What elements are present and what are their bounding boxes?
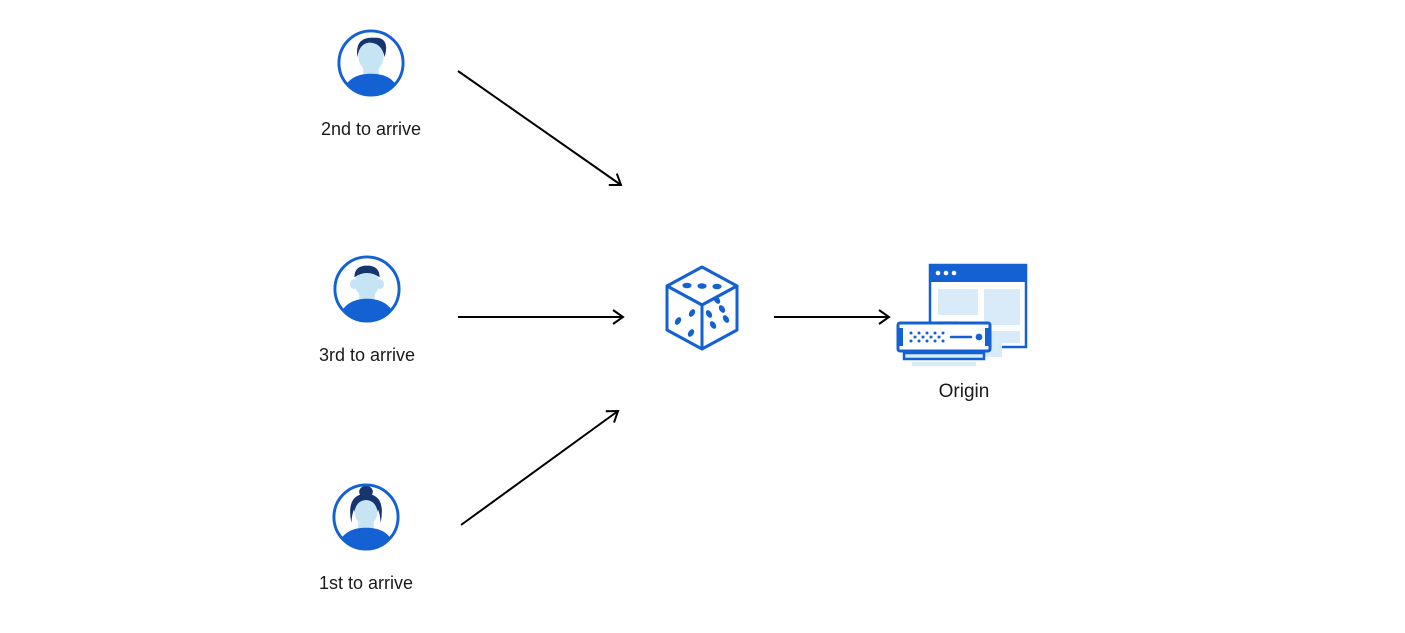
node-user-3rd: 3rd to arrive [292, 254, 442, 366]
arrow-user1-to-dice [460, 409, 620, 526]
node-user-1st: 1st to arrive [291, 482, 441, 594]
user-avatar-woman-icon [332, 483, 400, 551]
origin-server-icon [896, 263, 1028, 366]
node-randomizer [664, 264, 740, 352]
user-label: 3rd to arrive [318, 345, 416, 365]
user-label: 1st to arrive [318, 573, 414, 593]
user-label: 2nd to arrive [320, 119, 422, 139]
origin-label: Origin [938, 381, 990, 402]
user-avatar-man-flattop-icon [333, 255, 401, 323]
node-user-2nd: 2nd to arrive [296, 28, 446, 140]
arrow-user2-to-dice [457, 70, 623, 187]
dice-icon [665, 265, 739, 351]
user-avatar-man-pompadour-icon [337, 29, 405, 97]
node-origin: Origin [894, 263, 1034, 403]
